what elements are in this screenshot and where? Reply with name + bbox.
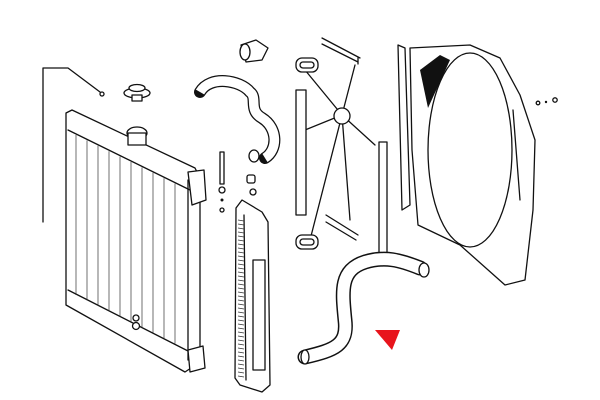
cooler-fin [237,347,245,350]
rubber-mount [246,174,257,196]
cooler-fin [237,243,245,246]
cooler-fin [237,307,245,310]
cooler-fin [237,295,245,298]
hose-connector [239,39,269,63]
cooler-fin [237,223,245,226]
fan-assembly [295,37,388,263]
cooler-fin [237,287,245,290]
cooler-fin [237,331,245,334]
cooler-fin [237,235,245,238]
cooler-fin [237,227,245,230]
cooler-fin [237,335,245,338]
cooler-fin [237,299,245,302]
cooler-fin [237,323,245,326]
cooler-fin [237,279,245,282]
cooler-fin [237,291,245,294]
radiator-core [65,109,207,373]
cooler-fin [237,371,245,374]
cooler-fin [237,267,245,270]
cooler-fin [237,343,245,346]
cooler-fin [237,355,245,358]
cooler-fin [237,251,245,254]
cooler-fin [237,247,245,250]
cooler-fin [237,375,245,378]
cooler-fin [237,219,245,222]
mounting-bolt [218,151,226,213]
lower-hose [297,251,430,365]
selection-marker-icon [375,330,400,350]
cooler-fin [237,367,245,370]
fan-shroud [397,44,536,286]
cooler-fin [237,239,245,242]
cooler-fin [237,231,245,234]
radiator-cap [123,83,151,102]
cooler-fin [237,275,245,278]
cooler-fin [237,271,245,274]
shroud-screws [535,97,558,106]
cooler-fin [237,259,245,262]
cooler-fin [237,303,245,306]
cooler-fin [237,327,245,330]
cooler-fin [237,311,245,314]
cooler-fin [237,363,245,366]
cooler-fin [237,315,245,318]
upper-hose [194,75,281,164]
cooler-fin [237,359,245,362]
oil-cooler [234,199,271,393]
cooler-fin [237,319,245,322]
cooler-fin [237,283,245,286]
cooler-fin [237,339,245,342]
level-rod [42,67,105,223]
cooler-fin [237,255,245,258]
cooler-fin [237,351,245,354]
drain-plug [131,314,141,331]
cooler-fin [237,263,245,266]
